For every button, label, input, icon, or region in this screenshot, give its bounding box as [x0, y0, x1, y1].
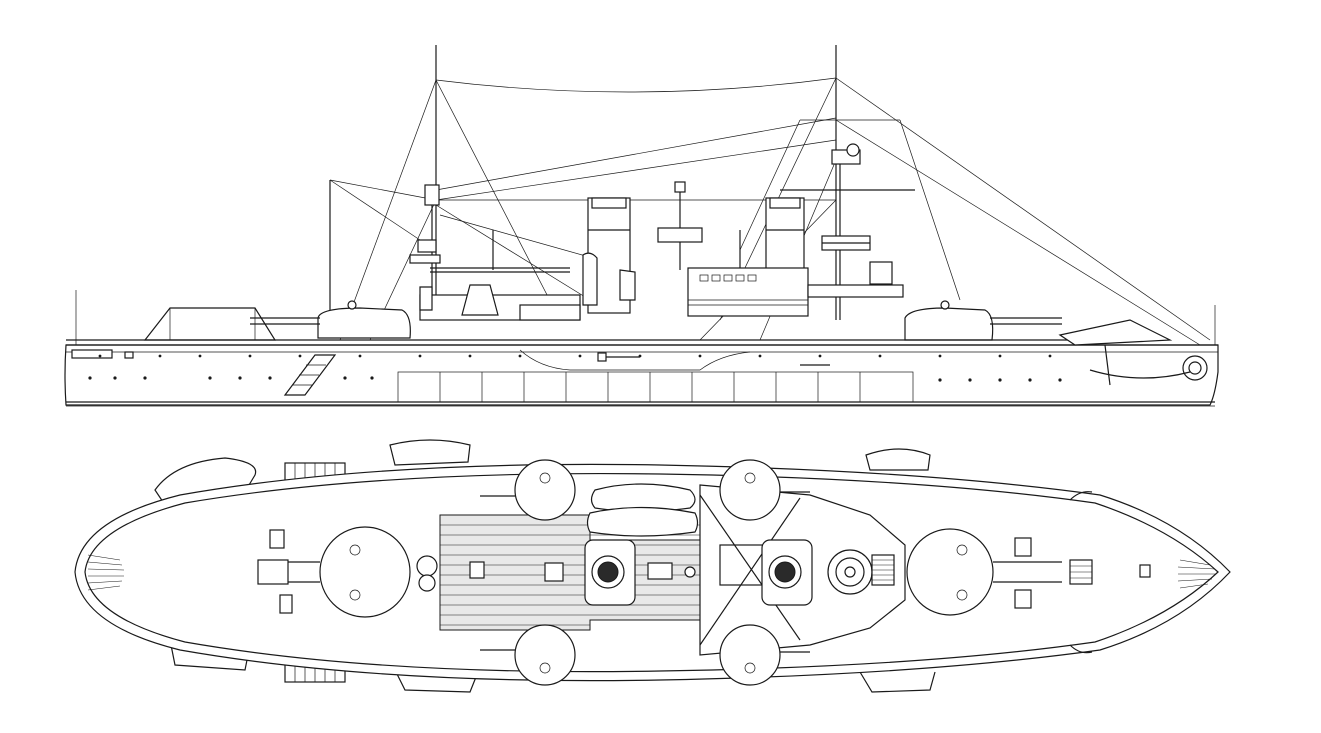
mast-top-plan: [827, 549, 895, 595]
plan-view: [74, 439, 1231, 693]
deck-boats: [586, 483, 699, 537]
funnels-plan: [584, 539, 813, 606]
foremast: [329, 45, 570, 330]
forward-turret: [250, 300, 411, 339]
hull-side: [64, 319, 1219, 407]
rigging: [75, 77, 1216, 346]
forward-awning: [143, 307, 277, 341]
side-elevation: [64, 45, 1219, 407]
sponson-turrets: [480, 459, 810, 686]
ventilators: [492, 181, 741, 270]
aft-turret: [904, 300, 1062, 341]
turrets-plan: [265, 526, 1062, 618]
mainmast: [780, 45, 915, 320]
superstructure: [419, 252, 904, 321]
deck-fittings: [257, 529, 1151, 614]
portholes: [88, 354, 1062, 382]
